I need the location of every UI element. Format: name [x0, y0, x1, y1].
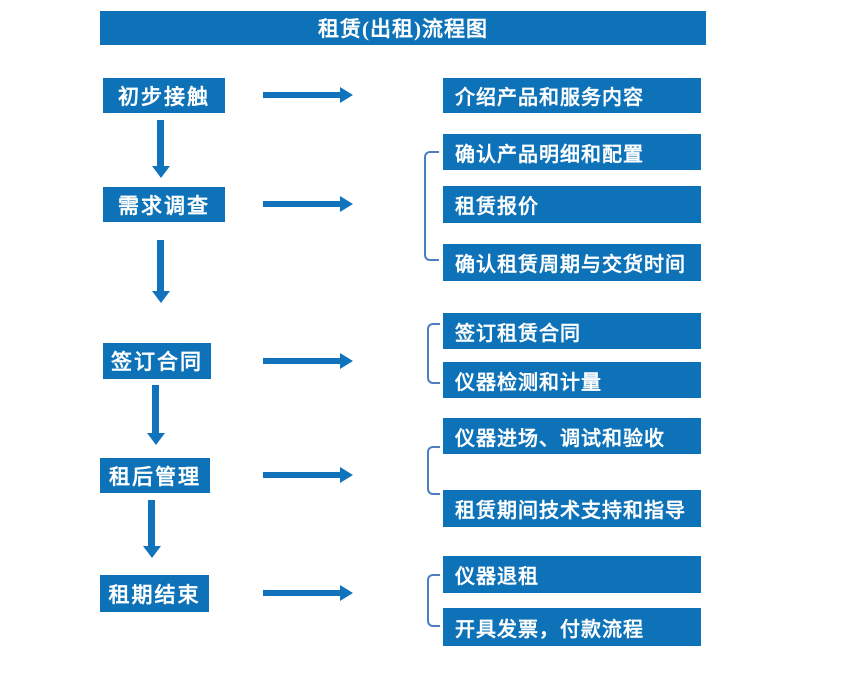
detail-box-tech-support: 租赁期间技术支持和指导: [443, 490, 701, 527]
right-arrow-3: [263, 358, 340, 364]
right-arrow-5: [263, 590, 340, 596]
group-bracket-sign-contract: [427, 323, 440, 384]
detail-box-introduce-products: 介绍产品和服务内容: [443, 78, 701, 113]
detail-box-instrument-setup: 仪器进场、调试和验收: [443, 418, 701, 454]
step-box-post-rental-mgmt: 租后管理: [100, 458, 210, 493]
down-arrow-2: [157, 240, 164, 291]
detail-box-invoice-payment: 开具发票，付款流程: [443, 608, 701, 646]
step-box-lease-end: 租期结束: [100, 575, 209, 612]
right-arrow-4: [263, 472, 340, 478]
detail-box-instrument-return: 仪器退租: [443, 556, 701, 593]
step-box-demand-survey: 需求调查: [103, 187, 225, 222]
down-arrow-1: [157, 120, 164, 166]
detail-box-confirm-product-spec: 确认产品明细和配置: [443, 134, 701, 170]
detail-box-sign-rental-contract: 签订租赁合同: [443, 313, 701, 349]
step-box-sign-contract: 签订合同: [103, 343, 211, 379]
step-box-initial-contact: 初步接触: [103, 78, 225, 113]
title-bar: 租赁(出租)流程图: [100, 11, 706, 45]
detail-box-confirm-period: 确认租赁周期与交货时间: [443, 244, 701, 281]
down-arrow-3: [152, 385, 159, 433]
group-bracket-post-rental-mgmt: [427, 446, 440, 495]
detail-box-instrument-testing: 仪器检测和计量: [443, 362, 701, 398]
right-arrow-1: [263, 92, 340, 98]
down-arrow-4: [148, 500, 155, 546]
group-bracket-lease-end: [427, 574, 440, 627]
page-title: 租赁(出租)流程图: [318, 17, 488, 41]
detail-box-rental-quotation: 租赁报价: [443, 186, 701, 223]
right-arrow-2: [263, 201, 340, 207]
group-bracket-demand-survey: [424, 151, 439, 261]
